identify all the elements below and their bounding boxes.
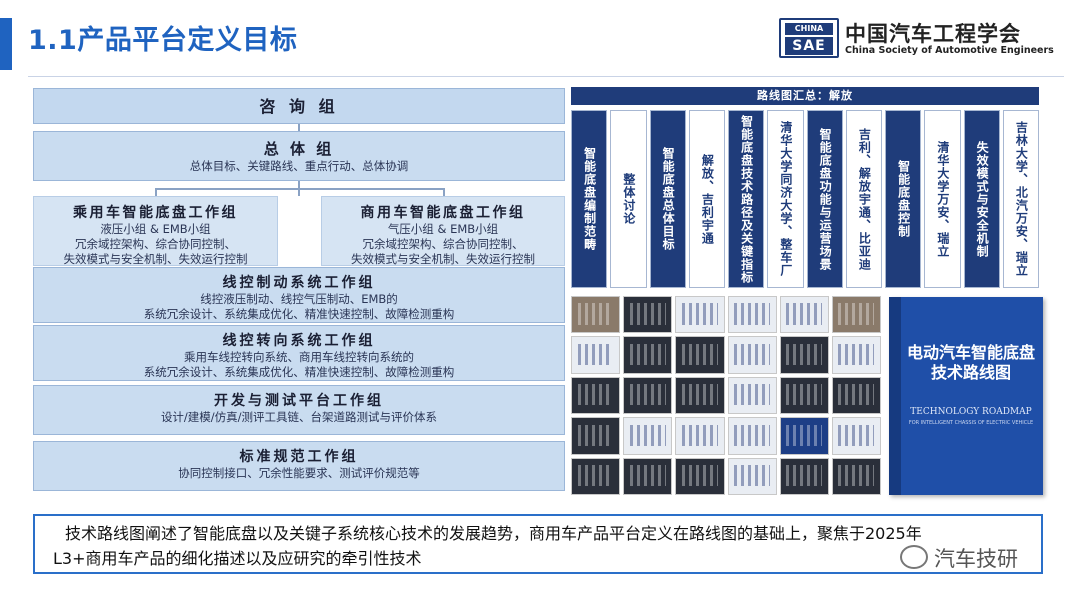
wechat-icon	[900, 545, 928, 569]
meeting-photo	[727, 376, 777, 415]
roadmap-column: 清华大学万安、瑞立	[924, 110, 961, 288]
passenger-group-line: 失效模式与安全机制、失效运行控制	[63, 252, 248, 266]
meeting-photo	[623, 336, 673, 374]
passenger-group-box: 乘用车智能底盘工作组 液压小组 & EMB小组 冗余域控架构、综合协同控制、 失…	[33, 196, 278, 266]
header-divider	[28, 76, 1064, 77]
meeting-photo	[727, 336, 777, 374]
steer-group-line: 系统冗余设计、系统集成优化、精准快速控制、故障检测重构	[143, 365, 455, 379]
general-group-desc: 总体目标、关键路线、重点行动、总体协调	[189, 159, 409, 173]
passenger-group-title: 乘用车智能底盘工作组	[73, 205, 238, 221]
connector-passenger	[155, 188, 157, 196]
meeting-photo	[675, 376, 725, 415]
logo-badge: CHINA SAE	[779, 18, 839, 58]
logo-name-cn: 中国汽车工程学会	[845, 22, 1021, 46]
meeting-photo	[779, 336, 829, 374]
general-group-title: 总 体 组	[263, 140, 335, 158]
book-spine	[889, 297, 901, 495]
std-group-line: 协同控制接口、冗余性能要求、测试评价规范等	[178, 466, 420, 480]
roadmap-column: 吉利、解放宇通、比亚迪	[845, 110, 882, 288]
meeting-photo	[779, 296, 829, 334]
book-en-subtitle: FOR INTELLIGENT CHASSIS OF ELECTRIC VEHI…	[908, 420, 1034, 426]
commercial-group-line: 冗余域控架构、综合协同控制、	[362, 237, 524, 251]
roadmap-column: 整体讨论	[610, 110, 647, 288]
brake-group-line: 线控液压制动、线控气压制动、EMB的	[200, 292, 398, 306]
meeting-photo-grid	[571, 296, 881, 495]
meeting-photo	[675, 296, 725, 334]
meeting-photo	[623, 417, 673, 455]
meeting-photo	[571, 376, 621, 415]
roadmap-columns: 智能底盘编制范畴整体讨论智能底盘总体目标解放、吉利宇通智能底盘技术路径及关键指标…	[571, 110, 1039, 288]
devtest-group-title: 开发与测试平台工作组	[214, 393, 384, 409]
meeting-photo	[675, 417, 725, 455]
roadmap-book-cover: 电动汽车智能底盘技术路线图 TECHNOLOGY ROADMAP FOR INT…	[889, 297, 1043, 495]
csae-logo: CHINA SAE 中国汽车工程学会 China Society of Auto…	[779, 18, 1061, 60]
meeting-photo	[571, 417, 621, 455]
brake-group-box: 线控制动系统工作组 线控液压制动、线控气压制动、EMB的 系统冗余设计、系统集成…	[33, 267, 565, 323]
meeting-photo	[571, 457, 621, 495]
meeting-photo	[831, 336, 881, 374]
logo-name-en: China Society of Automotive Engineers	[845, 45, 1054, 56]
meeting-photo	[727, 457, 777, 495]
caption-line: L3+商用车产品的细化描述以及应研究的牵引性技术	[53, 549, 422, 568]
book-en-title: TECHNOLOGY ROADMAP	[910, 407, 1032, 417]
roadmap-column: 智能底盘编制范畴	[571, 110, 608, 288]
meeting-photo	[831, 296, 881, 334]
roadmap-column: 解放、吉利宇通	[688, 110, 725, 288]
meeting-photo	[675, 457, 725, 495]
meeting-photo	[831, 457, 881, 495]
commercial-group-title: 商用车智能底盘工作组	[360, 205, 526, 221]
steer-group-box: 线控转向系统工作组 乘用车线控转向系统、商用车线控转向系统的 系统冗余设计、系统…	[33, 325, 565, 381]
meeting-photo	[571, 336, 621, 374]
page-title: 1.1产品平台定义目标	[28, 25, 298, 56]
connector-commercial	[443, 188, 445, 196]
summary-caption: 技术路线图阐述了智能底盘以及关键子系统核心技术的发展趋势，商用车产品平台定义在路…	[33, 514, 1043, 574]
meeting-photo	[727, 417, 777, 455]
roadmap-column: 失效模式与安全机制	[963, 110, 1000, 288]
meeting-photo	[675, 336, 725, 374]
meeting-photo	[779, 376, 829, 415]
devtest-group-box: 开发与测试平台工作组 设计/建模/仿真/测评工具链、台架道路测试与评价体系	[33, 385, 565, 435]
roadmap-column: 智能底盘技术路径及关键指标	[728, 110, 765, 288]
std-group-title: 标准规范工作组	[239, 449, 359, 465]
meeting-photo	[831, 417, 881, 455]
brake-group-title: 线控制动系统工作组	[222, 275, 376, 291]
connector-horizontal	[155, 188, 443, 190]
meeting-photo	[727, 296, 777, 334]
title-accent-bar	[0, 18, 12, 70]
devtest-group-line: 设计/建模/仿真/测评工具链、台架道路测试与评价体系	[160, 410, 438, 424]
meeting-photo	[623, 296, 673, 334]
roadmap-column: 智能底盘功能与运营场景	[806, 110, 843, 288]
meeting-photo	[571, 296, 621, 334]
commercial-group-line: 气压小组 & EMB小组	[387, 222, 499, 236]
consult-group-box: 咨 询 组	[33, 88, 565, 124]
wechat-watermark: 汽车技研	[900, 543, 1018, 573]
meeting-photo	[623, 376, 673, 415]
logo-badge-top: CHINA	[785, 23, 833, 35]
meeting-photo	[779, 417, 829, 455]
passenger-group-line: 液压小组 & EMB小组	[100, 222, 211, 236]
consult-group-title: 咨 询 组	[259, 97, 339, 116]
meeting-photo	[779, 457, 829, 495]
steer-group-title: 线控转向系统工作组	[222, 333, 376, 349]
roadmap-column: 清华大学同济大学、整车厂	[767, 110, 804, 288]
watermark-text: 汽车技研	[934, 547, 1018, 571]
steer-group-line: 乘用车线控转向系统、商用车线控转向系统的	[184, 350, 414, 364]
roadmap-column: 智能底盘总体目标	[649, 110, 686, 288]
commercial-group-line: 失效模式与安全机制、失效运行控制	[351, 252, 535, 266]
logo-badge-bottom: SAE	[785, 37, 833, 55]
meeting-photo	[623, 457, 673, 495]
connector-consult-general	[298, 124, 300, 131]
roadmap-column: 智能底盘控制	[885, 110, 922, 288]
book-title: 电动汽车智能底盘技术路线图	[906, 343, 1035, 382]
passenger-group-line: 冗余域控架构、综合协同控制、	[75, 237, 236, 251]
roadmap-header: 路线图汇总：解放	[571, 87, 1039, 105]
general-group-box: 总 体 组 总体目标、关键路线、重点行动、总体协调	[33, 131, 565, 181]
commercial-group-box: 商用车智能底盘工作组 气压小组 & EMB小组 冗余域控架构、综合协同控制、 失…	[321, 196, 565, 266]
meeting-photo	[831, 376, 881, 415]
roadmap-column: 吉林大学、北汽万安、瑞立	[1002, 110, 1039, 288]
brake-group-line: 系统冗余设计、系统集成优化、精准快速控制、故障检测重构	[143, 307, 455, 321]
caption-line: 技术路线图阐述了智能底盘以及关键子系统核心技术的发展趋势，商用车产品平台定义在路…	[65, 524, 922, 543]
std-group-box: 标准规范工作组 协同控制接口、冗余性能要求、测试评价规范等	[33, 441, 565, 491]
